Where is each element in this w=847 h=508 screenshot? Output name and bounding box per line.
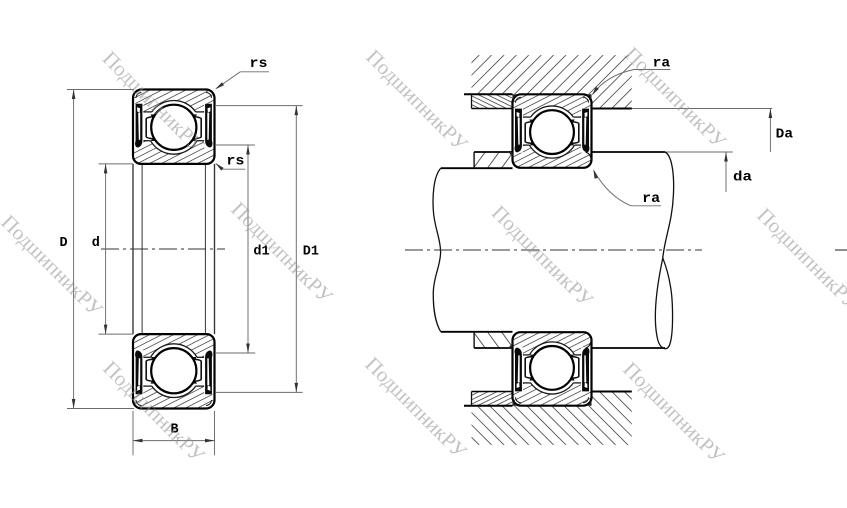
svg-text:rs: rs: [250, 57, 268, 72]
svg-text:rs: rs: [226, 155, 244, 170]
svg-text:d1: d1: [253, 245, 269, 260]
svg-text:B: B: [171, 423, 179, 438]
svg-text:D1: D1: [303, 245, 319, 260]
svg-text:da: da: [733, 171, 752, 186]
svg-text:D: D: [60, 236, 68, 251]
svg-text:Da: Da: [776, 128, 793, 143]
svg-text:d: d: [92, 236, 100, 251]
svg-text:ra: ra: [642, 192, 660, 207]
svg-text:ra: ra: [653, 56, 671, 71]
